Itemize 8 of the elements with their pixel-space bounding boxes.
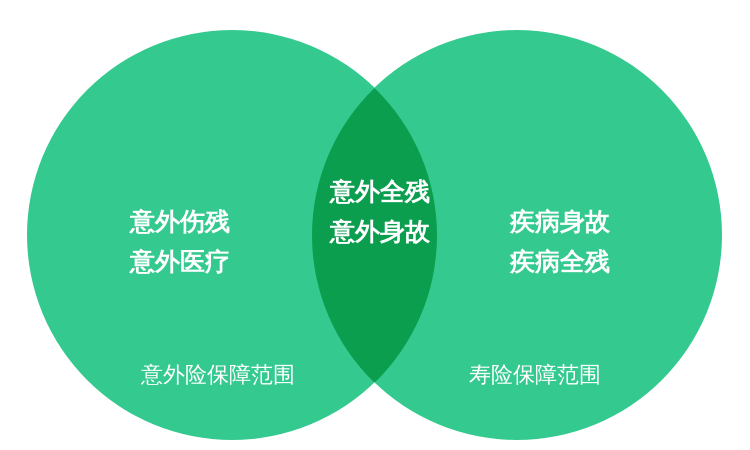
coverage-item: 意外全残	[330, 176, 430, 208]
region-label: 寿险保障范围	[469, 362, 601, 390]
coverage-item: 疾病身故	[510, 206, 610, 238]
coverage-item: 意外医疗	[130, 246, 230, 278]
coverage-item: 意外身故	[330, 216, 430, 248]
coverage-item: 意外伤残	[130, 206, 230, 238]
coverage-item: 疾病全残	[510, 246, 610, 278]
region-label: 意外险保障范围	[141, 362, 295, 390]
